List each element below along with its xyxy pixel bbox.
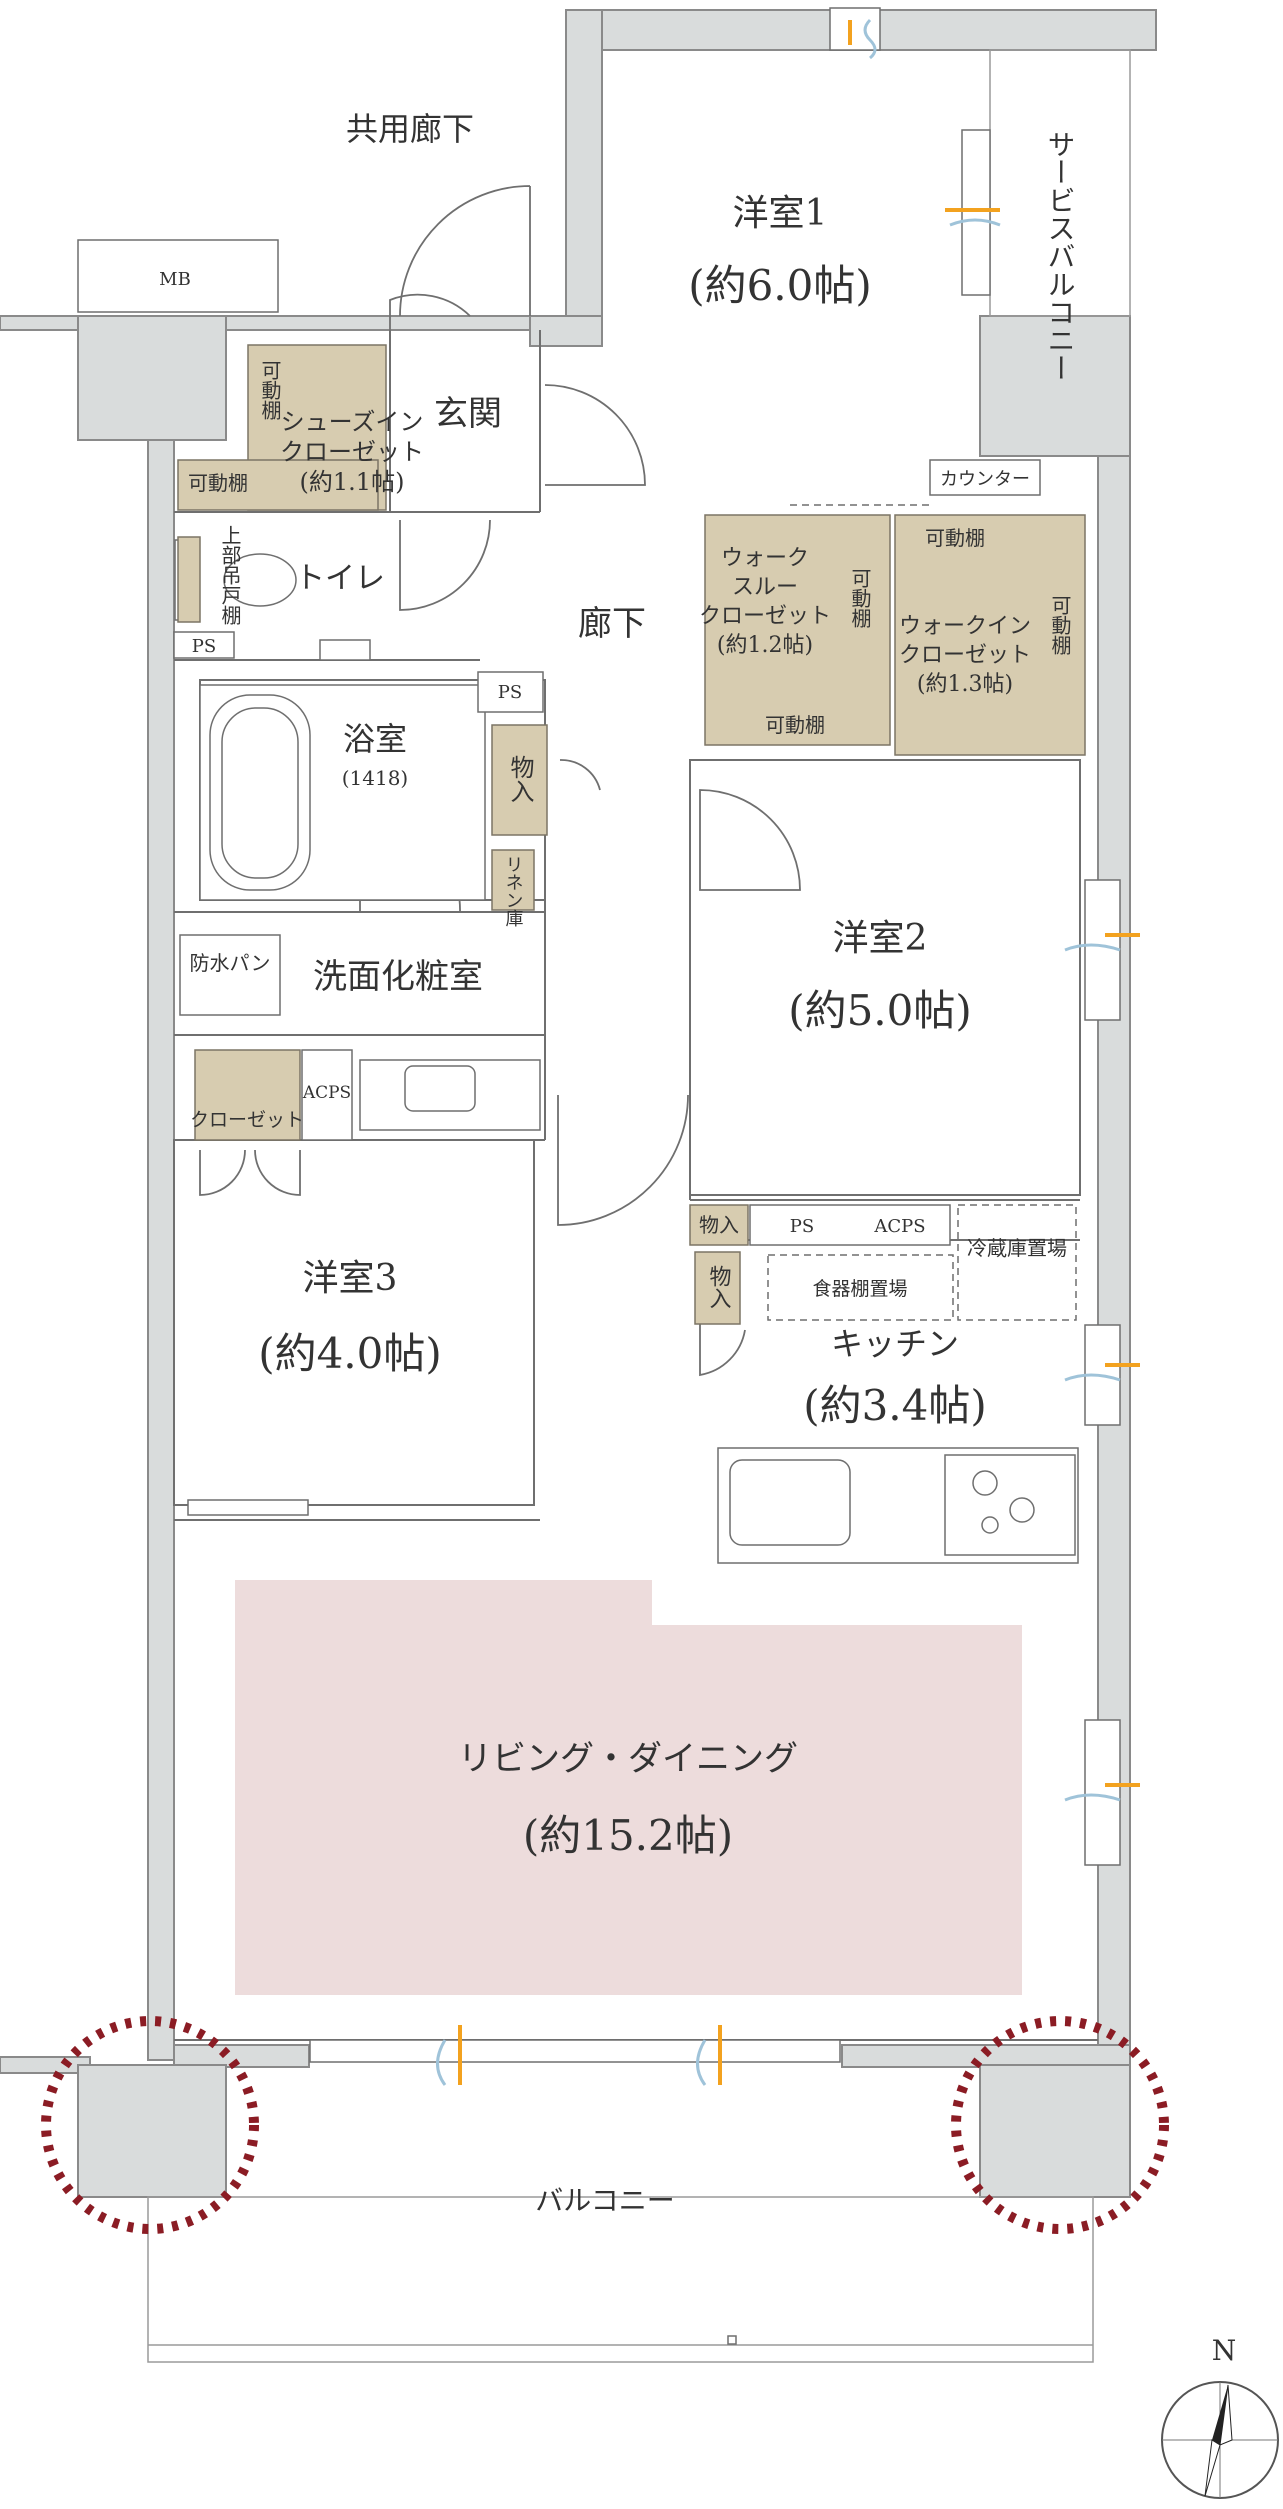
entrance-label: 玄関 [434,394,502,434]
wtc-name-3: クローゼット [699,604,831,629]
toilet-upper-cabinet-label: 上部吊戸棚 [218,525,242,625]
walk-in-closet [894,514,1086,756]
wic-name-2: クローゼット [899,643,1031,668]
toilet-upper-cabinet [177,536,201,623]
left-column [77,2064,227,2198]
toilet-sink-icon [319,639,371,661]
toilet-label: トイレ [295,561,385,596]
living-dining-highlight [235,1580,1022,1995]
storage-bath [491,724,548,836]
kitchen-size: (約3.4帖) [803,1381,987,1430]
shoe-closet-shelf-label: 可動棚 [258,360,282,420]
storage-hall [689,1204,749,1246]
mb-box [77,239,279,313]
western3-name: 洋室3 [303,1258,398,1299]
wtc-name-2: スルー [732,575,798,600]
fixtures [174,539,1079,1564]
wtc-shelf-bottom-label: 可動棚 [765,713,825,737]
dish-shelf-space [767,1254,954,1321]
ac-ps-label: ACPS [302,1083,351,1103]
ps-bath-label: PS [498,682,522,703]
living-name: リビング・ダイニング [458,1739,798,1779]
hallway-label: 廊下 [578,604,646,644]
ventilation-icons [436,18,1140,2086]
bathroom-label: 浴室 [343,720,407,758]
wtc-shelf-side-label: 可動棚 [848,568,872,628]
small-boxes [173,459,1077,1321]
toilet-icon [223,553,297,607]
western1-name: 洋室1 [733,193,828,234]
linen-storage [491,849,535,911]
balcony-label: バルコニー [535,2184,674,2217]
storage-kitchen-label: 物入 [706,1265,732,1309]
shoe-closet-name-1: シューズイン [281,408,424,436]
wic-shelf-top-label: 可動棚 [925,526,985,550]
wtc-size: (約1.2帖) [717,633,813,658]
shoe-shelf-bottom-label: 可動棚 [188,471,248,495]
ps-toilet-label: PS [192,636,216,657]
linen-label: リネン庫 [503,855,524,927]
right-column-marker [951,2016,1169,2234]
dish-shelf-label: 食器棚置場 [812,1278,907,1300]
room-labels: 共用廊下 MB サービスバルコニー 洋室1 (約6.0帖) 玄関 可動棚 シュー… [159,110,1076,2217]
fridge-label: 冷蔵庫置場 [967,1236,1067,1260]
north-arrow-icon [1212,2385,1228,2445]
washroom-label: 洗面化粧室 [313,957,483,997]
left-column-marker [41,2016,259,2234]
shoe-closet-size: (約1.1帖) [300,468,405,496]
ps-kitchen-label: PS [790,1216,814,1237]
windows [187,7,1121,2063]
counter-label: カウンター [940,469,1030,490]
western1-size: (約6.0帖) [688,261,872,310]
stove-icon [944,1454,1076,1556]
shoe-closet-name-2: クローゼット [280,438,424,466]
service-balcony-label: サービスバルコニー [1044,130,1077,382]
closet-label: クローゼット [190,1109,304,1131]
compass: N [1161,2334,1279,2499]
mb-label: MB [159,269,191,290]
wic-name-1: ウォークイン [899,614,1031,639]
storage-areas [177,344,1086,1325]
wtc-name-1: ウォーク [721,546,809,571]
north-label: N [1212,2334,1237,2367]
waterproof-pan-label: 防水パン [190,951,271,975]
acps-kitchen-label: ACPS [873,1216,925,1237]
storage-hall-label: 物入 [699,1213,739,1237]
storage-kitchen [694,1251,741,1325]
fridge-space [957,1204,1077,1321]
sink-icon [729,1459,851,1546]
walk-through-closet [704,514,891,746]
western3-size: (約4.0帖) [258,1329,442,1378]
waterproof-pan-icon [179,934,281,1016]
western2-name: 洋室2 [833,918,928,959]
closet-storage [194,1049,301,1141]
kitchen-name: キッチン [831,1325,959,1363]
wic-shelf-side-label: 可動棚 [1048,595,1072,655]
western2-size: (約5.0帖) [788,986,972,1035]
living-size: (約15.2帖) [523,1811,733,1860]
storage-bath-label: 物入 [506,755,534,803]
common-corridor-label: 共用廊下 [346,110,474,148]
bathroom-size: (1418) [342,766,409,790]
right-column [979,2064,1131,2198]
wic-size: (約1.3帖) [917,672,1013,697]
